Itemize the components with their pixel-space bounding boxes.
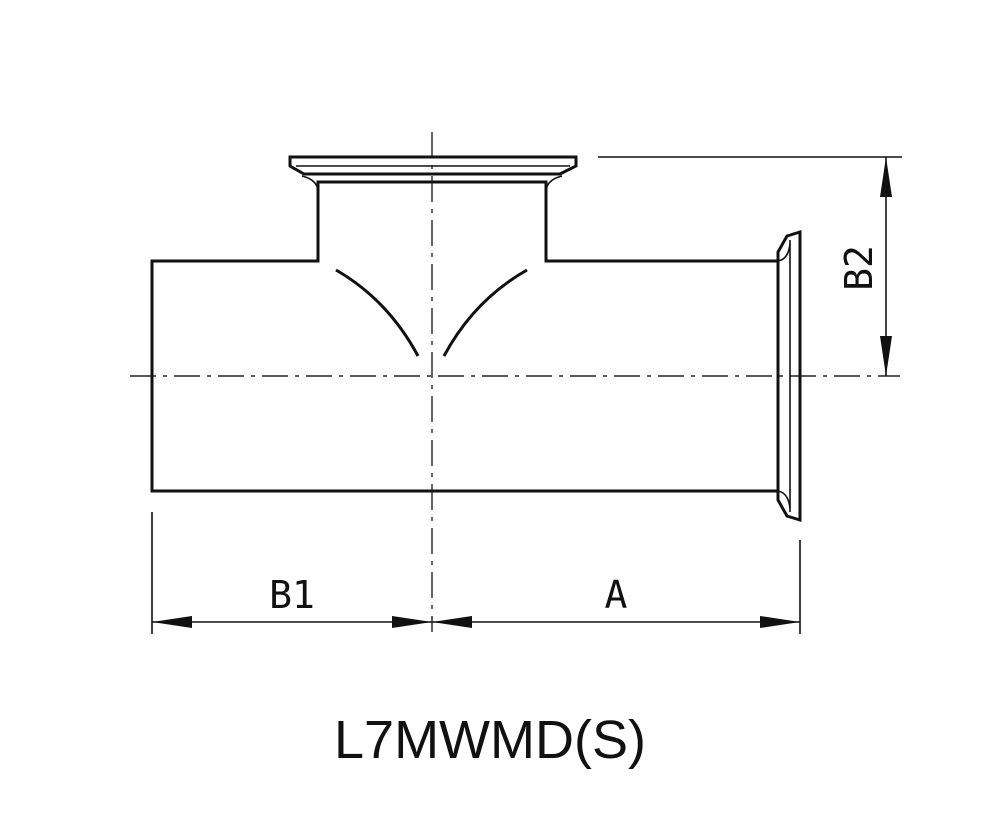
dimension-label-b1: B1 [269, 573, 315, 617]
dimension-label-b2: B2 [837, 245, 881, 291]
b1-right-arrow [392, 616, 432, 628]
b2-top-arrow [880, 157, 892, 197]
tee-body-outline [150, 180, 780, 493]
right-intersection-curve [442, 268, 528, 357]
left-intersection-curve [335, 268, 420, 357]
model-caption: L7MWMD(S) [334, 710, 646, 770]
right-ferrule [776, 229, 802, 523]
dimension-label-a: A [605, 573, 628, 617]
a-right-arrow [760, 616, 800, 628]
a-left-arrow [432, 616, 472, 628]
b1-left-arrow [152, 616, 192, 628]
top-neck-right-flare [545, 175, 563, 193]
top-neck-left-flare [301, 175, 319, 193]
top-ferrule [288, 155, 578, 176]
b2-bottom-arrow [880, 336, 892, 376]
